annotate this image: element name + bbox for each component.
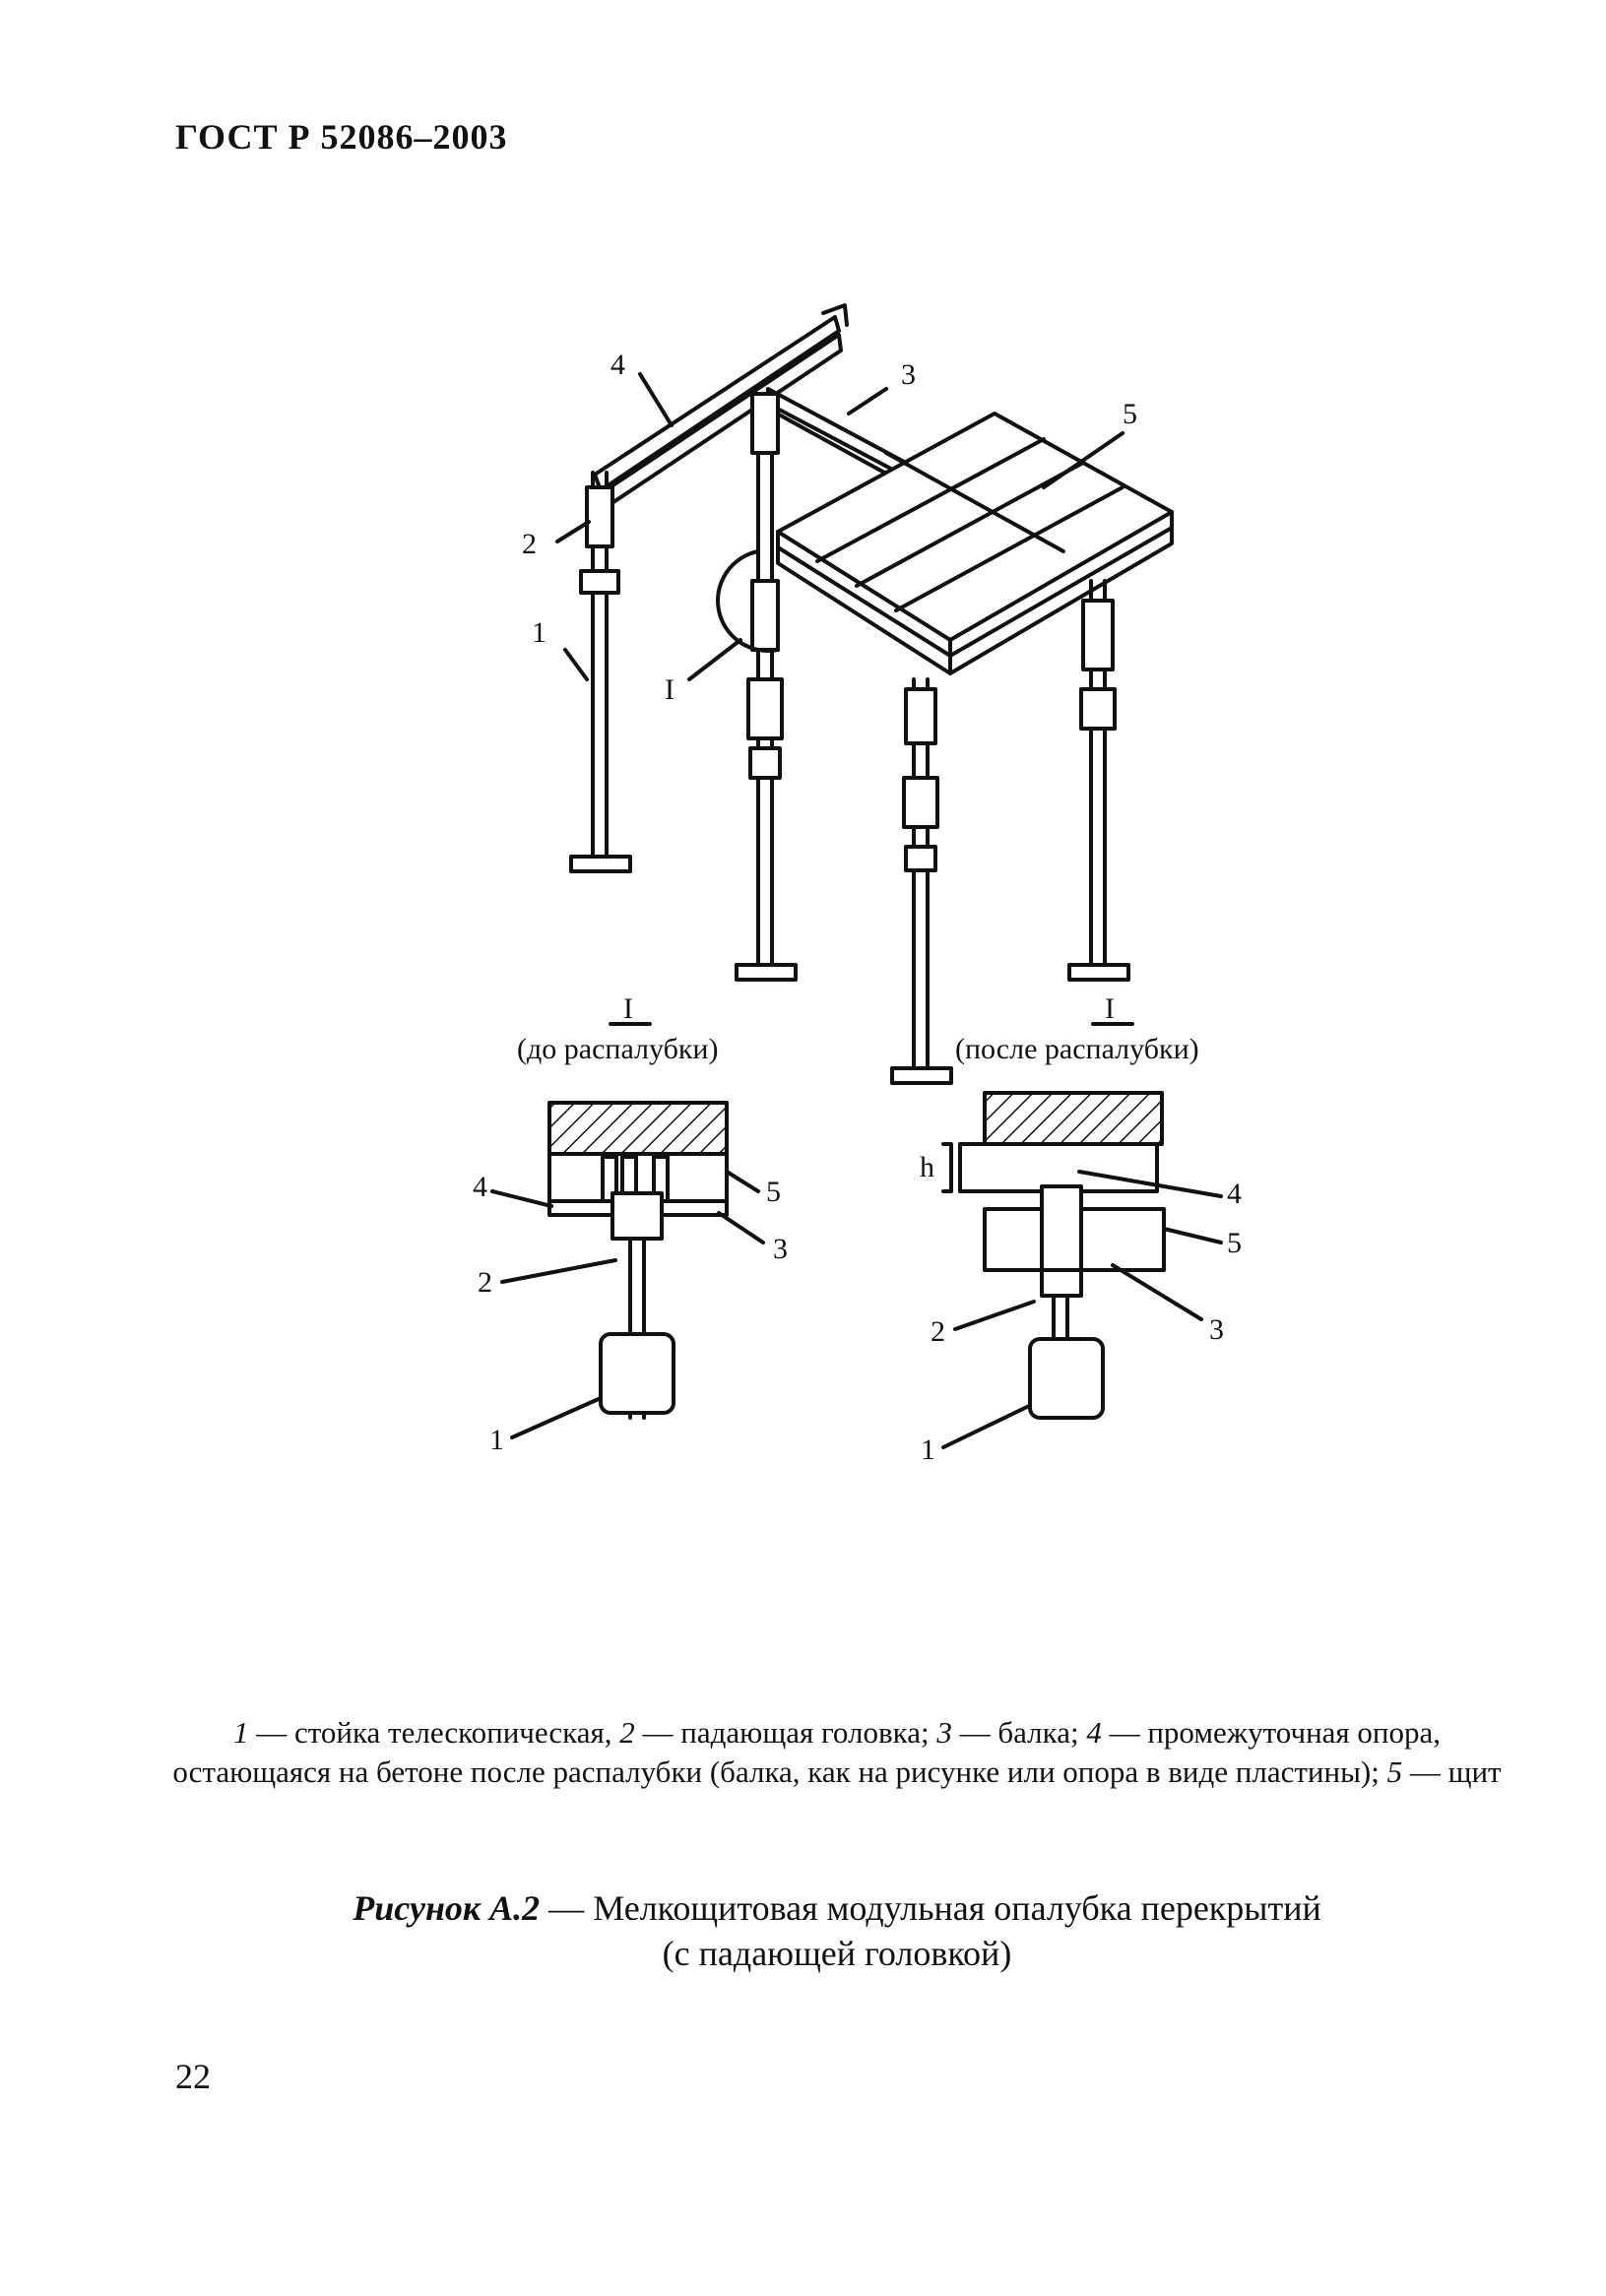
legend-text-5: — щит [1402, 1754, 1502, 1789]
prop-middle [735, 392, 798, 982]
label-4-main: 4 [610, 349, 625, 381]
legend-num-5: 5 [1386, 1754, 1403, 1789]
legend-num-1: 1 [232, 1715, 249, 1750]
label-5-after: 5 [1227, 1227, 1242, 1259]
caption-line-2: (с падающей головкой) [662, 1934, 1012, 1973]
legend-text-4: — промежуточная опора, остающаяся на бет… [172, 1715, 1442, 1789]
figure-legend: 1 — стойка телескопическая, 2 — падающая… [167, 1713, 1507, 1792]
label-5-main: 5 [1123, 398, 1137, 430]
label-5-before: 5 [766, 1176, 781, 1208]
detail-before-title: (до распалубки) [517, 1033, 718, 1065]
prop-front [890, 677, 953, 1085]
legend-num-2: 2 [619, 1715, 635, 1750]
caption-dash: — [540, 1888, 594, 1928]
caption-line-1: Рисунок А.2 — Мелкощитовая модульная опа… [167, 1885, 1507, 1931]
h-label: h [920, 1151, 934, 1183]
label-i-main: I [665, 673, 675, 706]
label-4-before: 4 [473, 1171, 487, 1203]
label-3-after: 3 [1209, 1313, 1224, 1346]
caption-label: Рисунок А.2 [353, 1888, 541, 1928]
label-2-main: 2 [522, 528, 537, 560]
detail-after [941, 1022, 1223, 1449]
label-2-after: 2 [931, 1315, 945, 1348]
detail-after-mark: I [1105, 992, 1115, 1025]
label-1-before: 1 [489, 1424, 504, 1456]
intermediate-support-beam [593, 303, 849, 510]
panel-5 [776, 412, 1174, 675]
label-2-before: 2 [478, 1266, 492, 1299]
label-3-before: 3 [773, 1233, 788, 1265]
page-number: 22 [175, 2057, 211, 2096]
document-header: ГОСТ Р 52086–2003 [175, 117, 508, 157]
caption-title: Мелкощитовая модульная опалубка перекрыт… [593, 1888, 1321, 1928]
prop-right [1067, 579, 1130, 982]
label-4-after: 4 [1227, 1178, 1242, 1210]
legend-text-3: — балка; [951, 1715, 1087, 1750]
legend-num-4: 4 [1086, 1715, 1102, 1750]
figure-caption: Рисунок А.2 — Мелкощитовая модульная опа… [167, 1885, 1507, 1976]
label-3-main: 3 [901, 358, 916, 391]
legend-text-1: — стойка телескопическая, [248, 1715, 620, 1750]
legend-num-3: 3 [936, 1715, 952, 1750]
legend-text-2: — падающая головка; [634, 1715, 937, 1750]
label-1-main: 1 [532, 616, 546, 649]
detail-circle [716, 549, 780, 653]
beam-3 [766, 387, 908, 486]
detail-before-mark: I [623, 992, 633, 1025]
label-1-after: 1 [921, 1434, 935, 1466]
detail-after-title: (после распалубки) [955, 1033, 1199, 1065]
detail-before [490, 1022, 765, 1439]
prop-left [569, 471, 632, 873]
